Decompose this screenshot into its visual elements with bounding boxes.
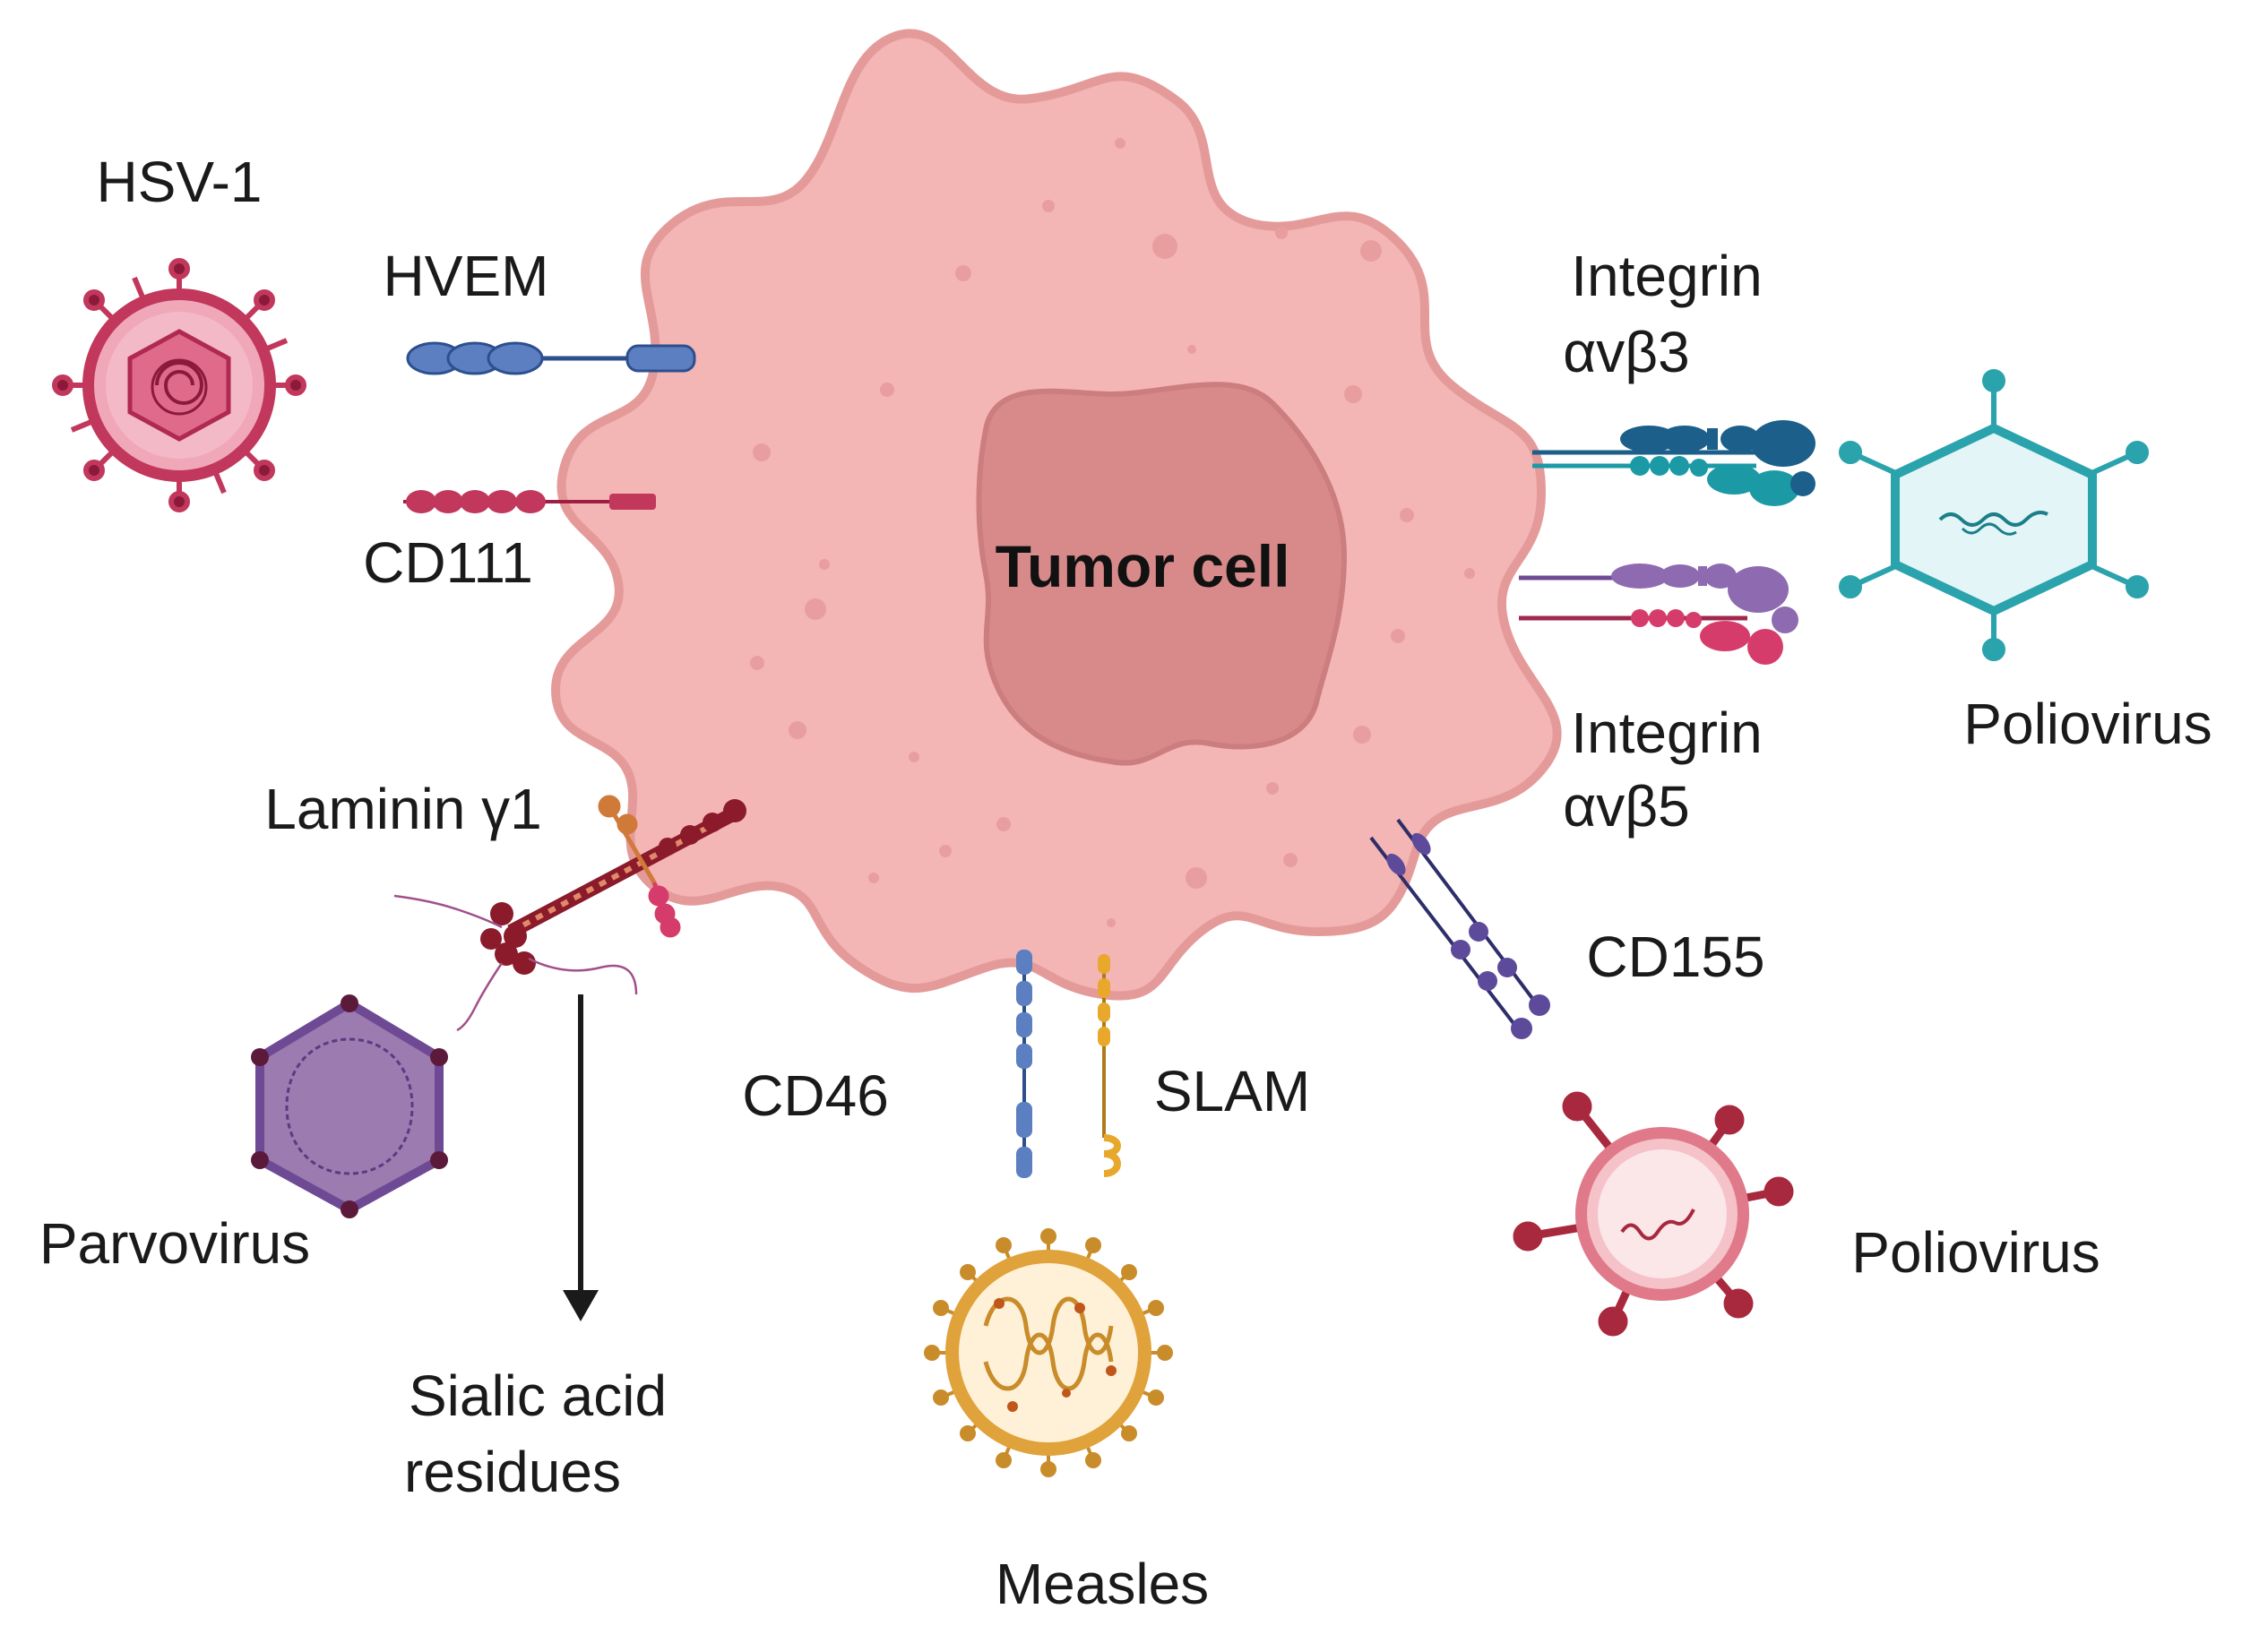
integrin-b5-label-line2: αvβ5 [1563, 774, 1689, 839]
laminin-receptor [393, 795, 746, 1032]
sialic-label-line2: residues [404, 1440, 621, 1504]
cell-dots [750, 138, 1475, 927]
cd155-receptor [1369, 818, 1550, 1039]
integrin-b3-label-line2: αvβ3 [1563, 320, 1689, 384]
hsv1-virus-icon [52, 258, 306, 512]
laminin-label: Laminin γ1 [264, 777, 542, 841]
cd155-label: CD155 [1586, 925, 1764, 989]
hvem-label: HVEM [384, 244, 549, 308]
slam-receptor [1098, 954, 1121, 1177]
poliovirus-top-label: Poliovirus [1963, 692, 2212, 756]
sialic-label-line1: Sialic acid [409, 1364, 667, 1428]
tumor-cell-label: Tumor cell [996, 533, 1290, 599]
hsv1-label: HSV-1 [97, 150, 263, 214]
poliovirus-capsid-icon [1839, 369, 2149, 661]
measles-virus-icon [924, 1228, 1173, 1477]
nucleus [976, 382, 1348, 766]
cd46-receptor [1016, 950, 1032, 1178]
hvem-receptor [406, 341, 696, 375]
integrin-b3-label-line1: Integrin [1571, 244, 1762, 308]
integrin-b3-receptor [1532, 420, 1815, 506]
cd111-receptor [403, 490, 656, 513]
slam-label: SLAM [1154, 1059, 1310, 1123]
cd111-label: CD111 [363, 530, 533, 595]
parvovirus-capsid-icon [251, 994, 448, 1218]
poliovirus-bottom-label: Poliovirus [1851, 1220, 2100, 1285]
cd46-label: CD46 [742, 1063, 889, 1128]
tumor-cell-icon: Tumor cell [550, 29, 1562, 1001]
sialic-acid-arrow [563, 994, 599, 1321]
parvovirus-label: Parvovirus [39, 1211, 310, 1276]
integrin-b5-receptor [1519, 564, 1798, 665]
integrin-b5-label-line1: Integrin [1571, 701, 1762, 765]
poliovirus-enveloped-icon [1513, 1091, 1794, 1337]
measles-label: Measles [996, 1552, 1209, 1616]
